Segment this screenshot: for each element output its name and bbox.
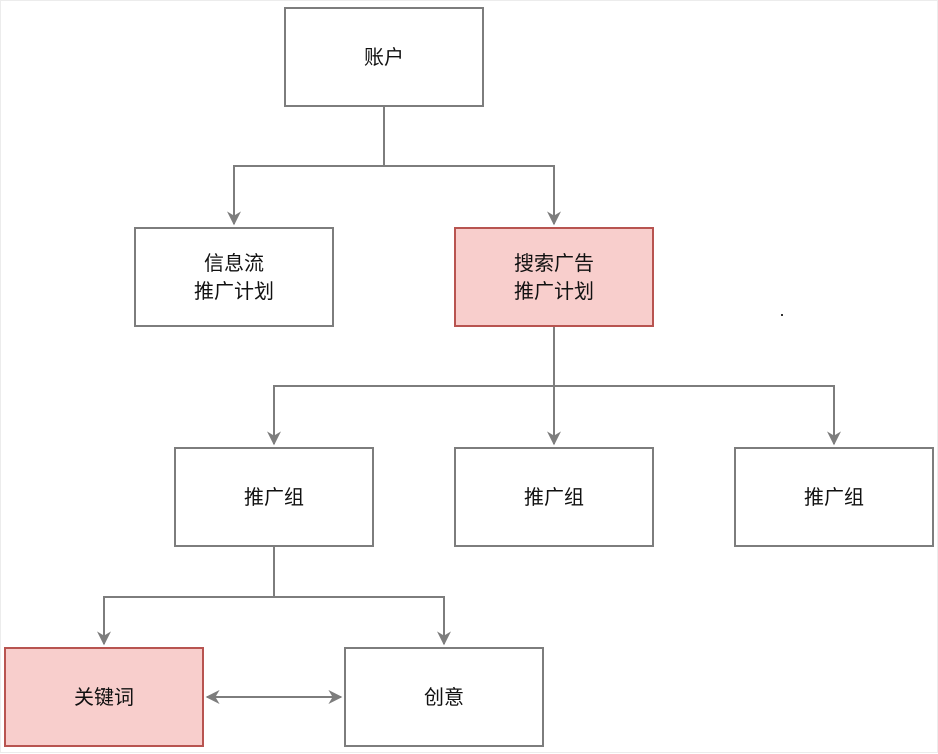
- stray-dot: [781, 314, 783, 316]
- edge-search-plan-to-group-1: [267, 327, 555, 446]
- node-feed-plan-label: 信息流 推广计划: [194, 251, 274, 303]
- node-creative[interactable]: 创意: [344, 647, 544, 747]
- node-group-3[interactable]: 推广组: [734, 447, 934, 547]
- node-creative-label: 创意: [424, 685, 464, 709]
- node-group-2-label: 推广组: [524, 485, 584, 509]
- node-feed-plan[interactable]: 信息流 推广计划: [134, 227, 334, 327]
- node-group-1-label: 推广组: [244, 485, 304, 509]
- edge-account-to-search-plan: [384, 165, 561, 226]
- node-group-2[interactable]: 推广组: [454, 447, 654, 547]
- node-keyword-label: 关键词: [74, 685, 134, 709]
- edge-account-to-feed-plan: [227, 107, 385, 226]
- edge-group-1-to-keyword: [97, 547, 275, 646]
- node-group-1[interactable]: 推广组: [174, 447, 374, 547]
- node-search-plan[interactable]: 搜索广告 推广计划: [454, 227, 654, 327]
- edge-search-plan-to-group-3: [554, 385, 841, 446]
- node-account-label: 账户: [364, 45, 404, 69]
- node-search-plan-label: 搜索广告 推广计划: [514, 251, 594, 303]
- node-keyword[interactable]: 关键词: [4, 647, 204, 747]
- edge-group-1-to-creative: [274, 596, 451, 646]
- node-account[interactable]: 账户: [284, 7, 484, 107]
- node-group-3-label: 推广组: [804, 485, 864, 509]
